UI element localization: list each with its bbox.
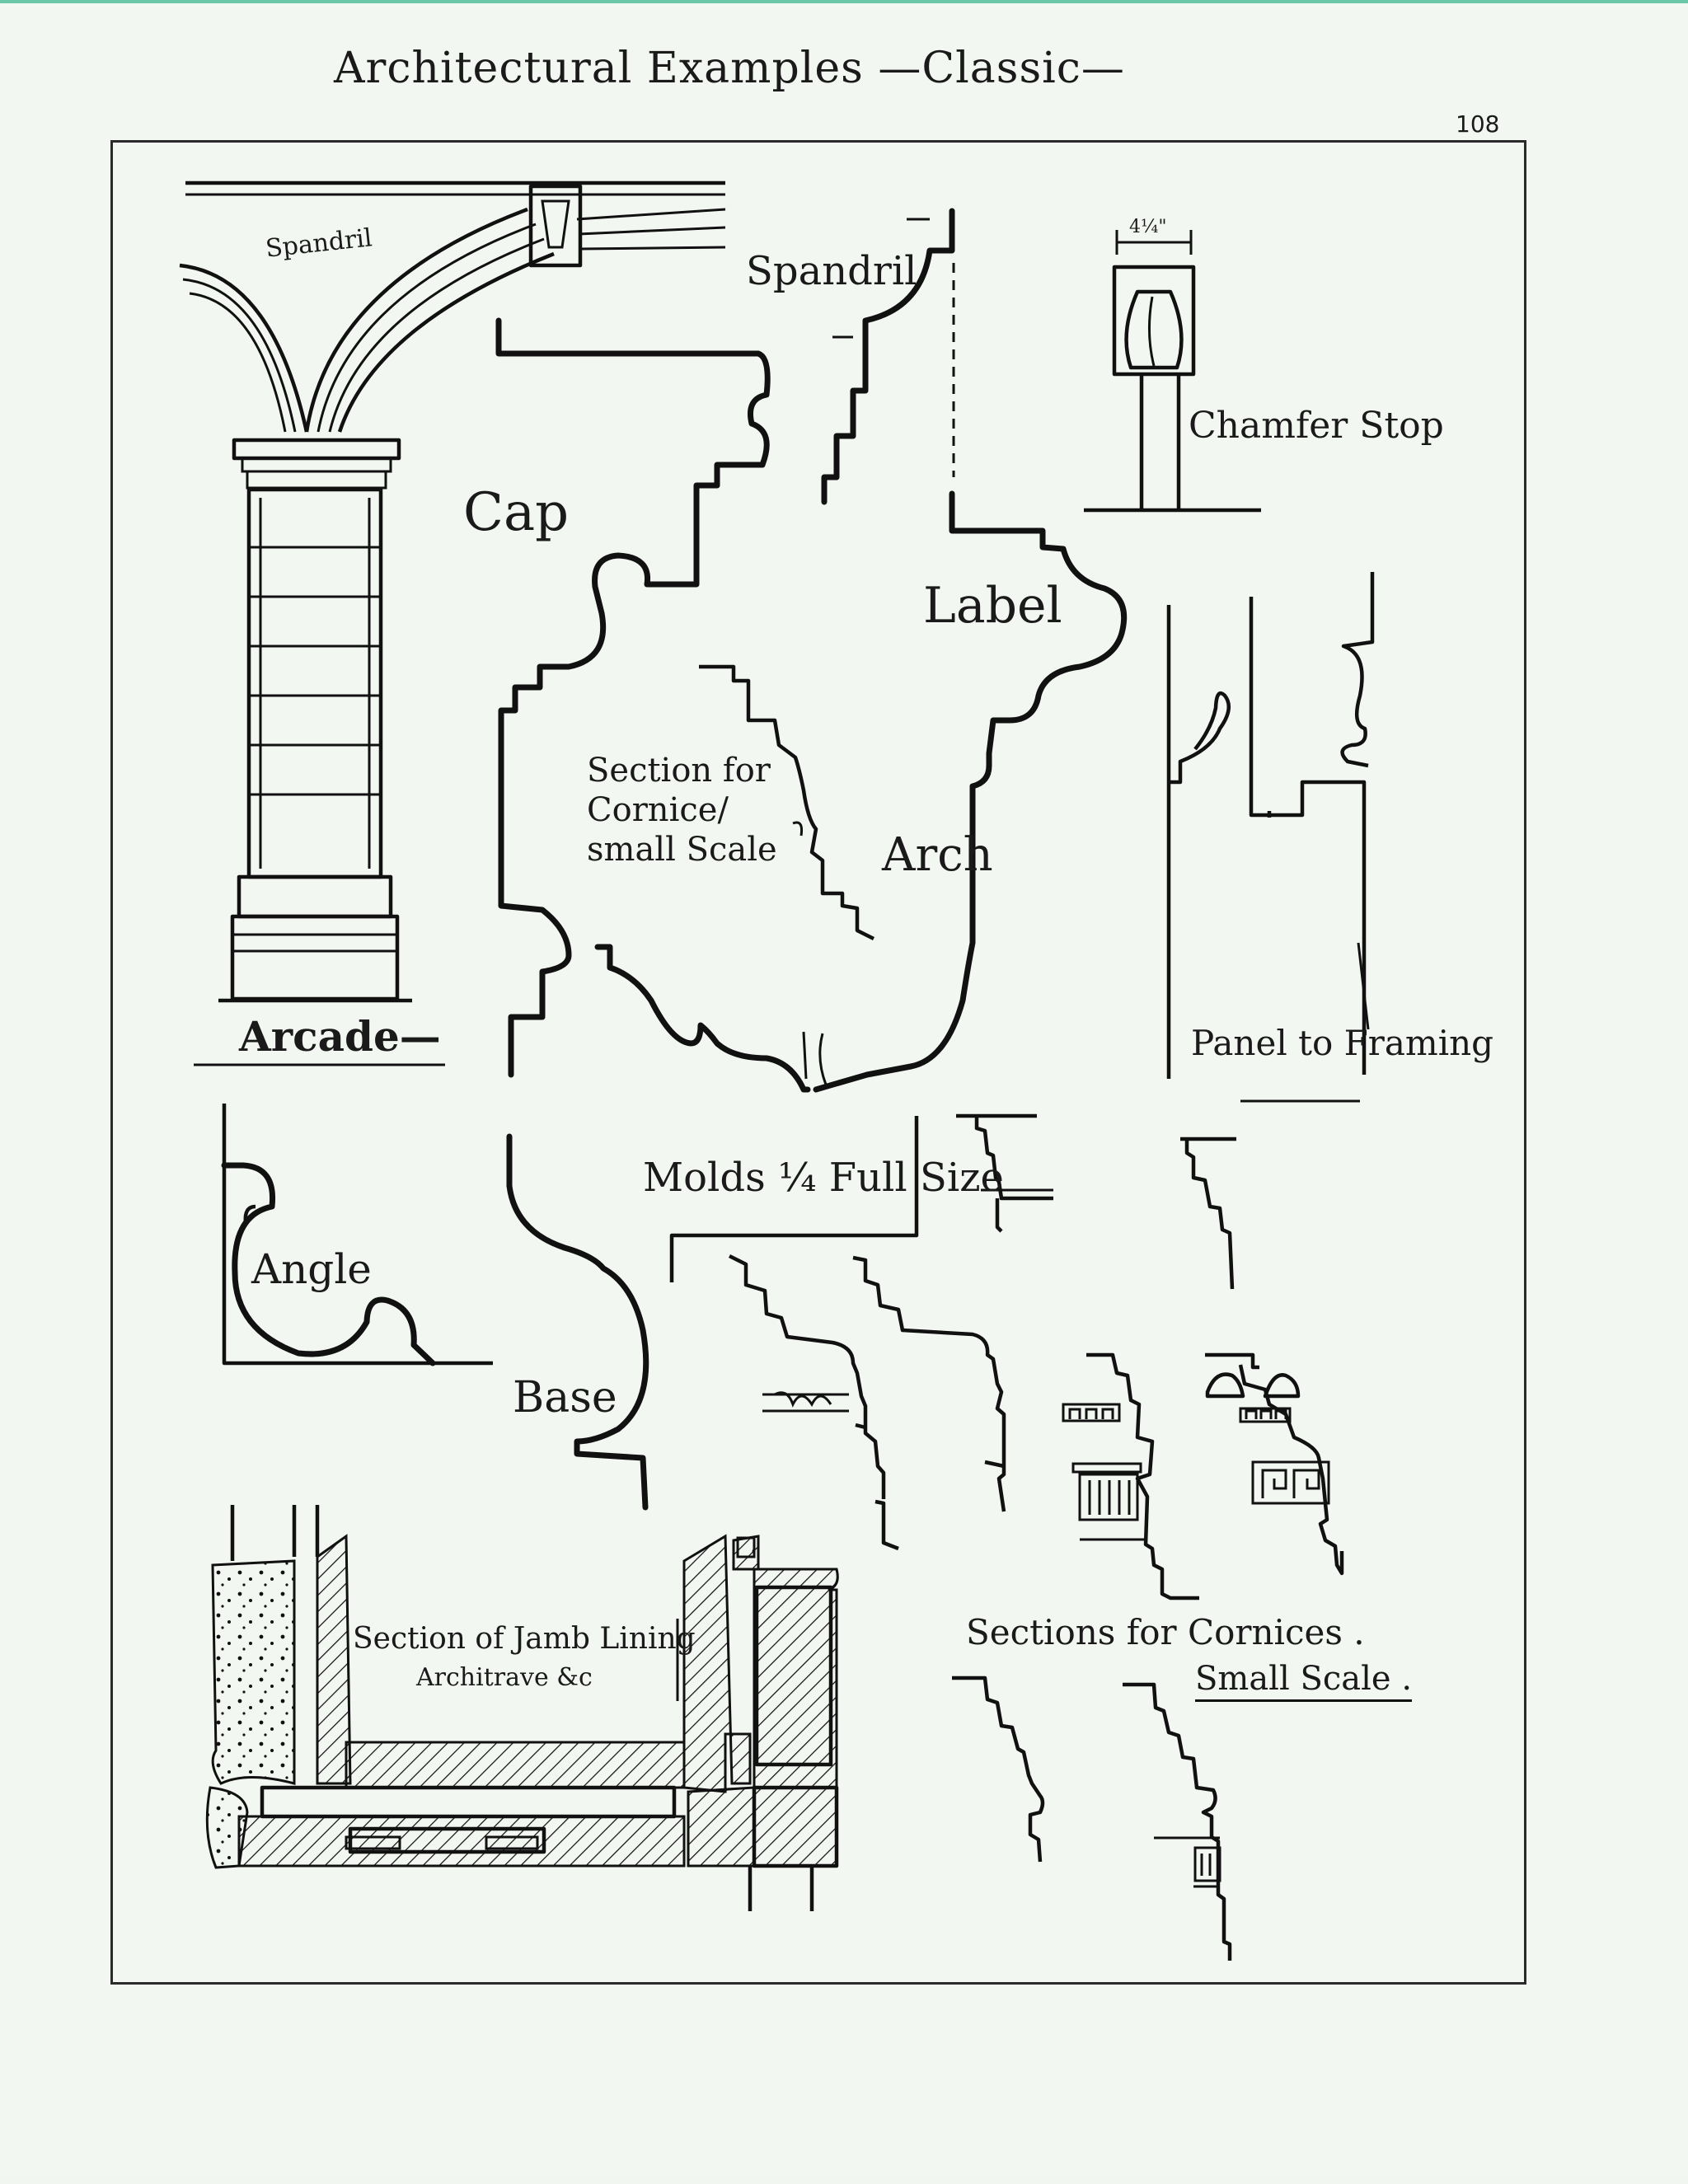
section-cornice-text-1: Section for: [587, 752, 771, 790]
molds-box: [669, 1116, 919, 1282]
molds-label: Molds ¼ Full Size: [643, 1155, 1004, 1201]
section-cornice-text-3: small Scale: [587, 831, 777, 869]
sections-cornices-label-2: Small Scale .: [1195, 1661, 1413, 1702]
drawing-linework: [179, 180, 1375, 1961]
sections-cornices-label-1: Sections for Cornices .: [966, 1612, 1365, 1652]
lower-cornice-sections: [952, 1675, 1232, 1961]
arcade-drawing: [179, 180, 726, 1066]
cap-label: Cap: [463, 482, 570, 543]
plate-number: 108: [1456, 110, 1500, 138]
cornice-sections-group: [728, 1254, 1344, 1601]
section-cornice-text-2: Cornice/: [587, 791, 729, 829]
small-cornice-profiles: [956, 1113, 1236, 1290]
arcade-label: Arcade—: [239, 1012, 441, 1061]
panel-to-framing-drawing: [1166, 572, 1375, 1103]
plate-title: Architectural Examples —Classic—: [334, 44, 1125, 93]
drawing-frame: [110, 140, 1526, 1985]
angle-label: Angle: [251, 1245, 372, 1293]
chamfer-width-label: 4¼": [1129, 217, 1167, 237]
jamb-lining-label-1: Section of Jamb Lining: [353, 1622, 696, 1656]
arch-label: Arch: [882, 828, 993, 882]
angle-drawing: [221, 1104, 493, 1366]
cap-label-arch-drawing: [495, 317, 1128, 1093]
jamb-lining-label-2: Architrave &c: [416, 1663, 593, 1692]
spandril-label: Spandril: [746, 248, 917, 294]
label-label: Label: [923, 577, 1062, 635]
base-drawing: [506, 1133, 649, 1511]
chamfer-stop-drawing: [1084, 230, 1261, 513]
panel-to-framing-label: Panel to Framing: [1191, 1023, 1494, 1063]
chamfer-stop-label: Chamfer Stop: [1189, 405, 1444, 447]
jamb-lining-section: [205, 1505, 839, 1911]
spandril-section: [821, 208, 955, 505]
base-label: Base: [513, 1373, 617, 1422]
